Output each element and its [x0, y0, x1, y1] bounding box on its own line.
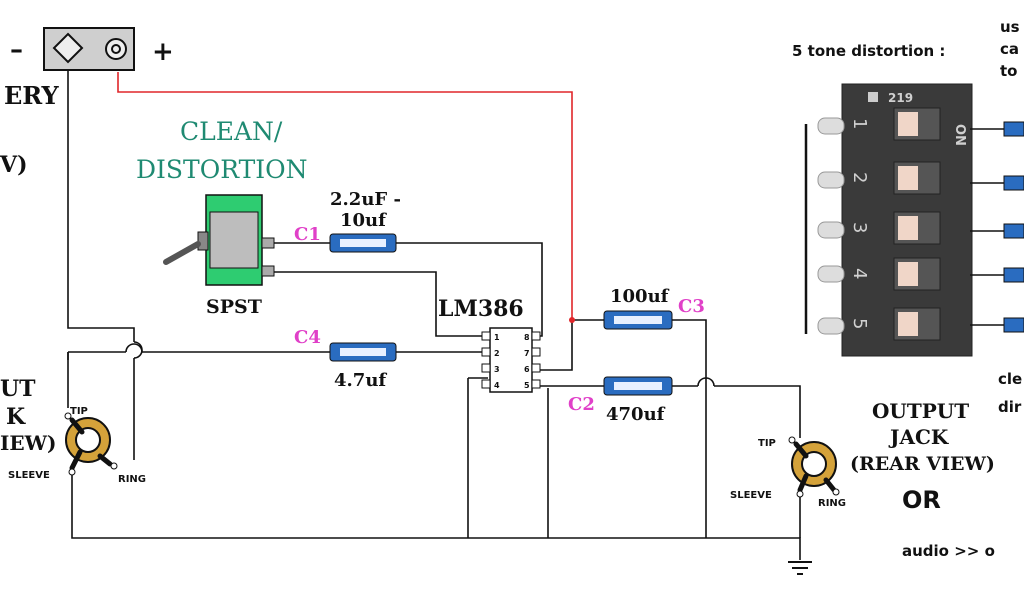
- wire-battery-plus: [117, 72, 573, 320]
- dip-number-4: 4: [849, 268, 870, 279]
- dip-number-3: 3: [849, 222, 870, 233]
- spst-switch: [163, 194, 275, 286]
- battery-plus-terminal-icon: [105, 38, 127, 60]
- dip-number-5: 5: [849, 318, 870, 329]
- tone-section-title: 5 tone distortion :: [792, 42, 945, 60]
- dip-brand: 219: [888, 91, 913, 105]
- switch-title-line2: DISTORTION: [136, 155, 308, 184]
- c4-value: 4.7uf: [334, 370, 387, 391]
- c2-value: 470uf: [606, 404, 666, 425]
- wire-c1: [264, 242, 543, 337]
- wire-switch-pin1: [264, 271, 488, 337]
- switch-title-line1: CLEAN/: [180, 117, 283, 146]
- junction-dot: [569, 317, 575, 323]
- ic-pin-2: 2: [494, 349, 500, 358]
- dip-row-2[interactable]: [817, 161, 1024, 195]
- dip-row-5[interactable]: [817, 307, 1024, 341]
- ic-pin-6: 6: [524, 365, 530, 374]
- wires: [67, 62, 801, 560]
- wire-pin6-c3: [532, 319, 604, 371]
- capacitor-c1: [329, 233, 397, 253]
- input-jack-tip-label: TIP: [70, 406, 88, 417]
- c1-value-line2: 10uf: [340, 210, 387, 231]
- or-label: OR: [902, 486, 941, 514]
- wire-ground-bus: [71, 472, 801, 560]
- dip-marker-icon: [868, 92, 878, 102]
- c1-ref: C1: [294, 224, 321, 245]
- wire-c3-ground: [672, 319, 707, 538]
- dip-row-4[interactable]: [817, 257, 1024, 291]
- audio-note: audio >> o: [902, 542, 995, 560]
- dip-on-label: ON: [952, 124, 967, 146]
- capacitor-c4: [329, 342, 397, 362]
- capacitor-c2: [603, 376, 673, 396]
- ic-pin-7: 7: [524, 349, 530, 358]
- dip-number-1: 1: [849, 118, 870, 129]
- capacitor-c3: [603, 310, 673, 330]
- ic-label: LM386: [438, 296, 524, 322]
- input-jack-fragment-2: K: [6, 404, 26, 430]
- battery-clip: [43, 27, 135, 71]
- output-jack-tip-label: TIP: [758, 438, 776, 449]
- output-jack-title-line3: (REAR VIEW): [850, 453, 995, 475]
- tone-bottom-note-1: cle: [998, 370, 1022, 388]
- c4-ref: C4: [294, 327, 321, 348]
- wire-input-tip: [67, 351, 330, 360]
- input-jack-ring-label: RING: [118, 474, 146, 485]
- battery-view-fragment: V): [0, 152, 27, 178]
- tone-side-note-1: us: [1000, 18, 1020, 36]
- c1-value-line1: 2.2uF -: [330, 189, 401, 210]
- tone-side-note-2: ca: [1000, 40, 1019, 58]
- tone-bottom-note-2: dir: [998, 398, 1022, 416]
- c3-ref: C3: [678, 296, 705, 317]
- switch-type-label: SPST: [206, 296, 262, 318]
- ic-pin-8: 8: [524, 333, 530, 342]
- ic-pin-3: 3: [494, 365, 500, 374]
- wire-battery-minus: [67, 62, 135, 460]
- ic-pin-4: 4: [494, 381, 500, 390]
- input-jack-icon: [64, 412, 118, 476]
- c3-value: 100uf: [610, 286, 670, 307]
- output-jack-sleeve-label: SLEEVE: [730, 490, 772, 501]
- dip-row-3[interactable]: [817, 211, 1024, 245]
- tone-side-note-3: to: [1000, 62, 1017, 80]
- wire-hop-2: [125, 343, 143, 353]
- ground-icon: [788, 561, 812, 575]
- switch-lever-icon: [163, 241, 201, 265]
- input-jack-fragment-1: UT: [0, 376, 36, 402]
- ic-lm386: [481, 327, 541, 393]
- dip-leads: [970, 128, 1004, 326]
- battery-minus-label: –: [10, 35, 23, 65]
- output-jack-title-line2: JACK: [888, 425, 949, 449]
- dip-number-2: 2: [849, 172, 870, 183]
- c2-ref: C2: [568, 394, 595, 415]
- output-jack-ring-label: RING: [818, 498, 846, 509]
- wire-c2-out: [672, 385, 801, 438]
- output-jack-icon: [788, 436, 840, 498]
- battery-plus-label: +: [152, 37, 174, 67]
- output-jack-title-line1: OUTPUT: [872, 399, 969, 423]
- battery-minus-terminal-icon: [52, 32, 84, 64]
- ic-pin-5: 5: [524, 381, 530, 390]
- ic-pin-1: 1: [494, 333, 500, 342]
- dip-row-1[interactable]: [817, 107, 1024, 141]
- input-jack-fragment-3: IEW): [0, 431, 57, 455]
- input-jack-sleeve-label: SLEEVE: [8, 470, 50, 481]
- battery-title-fragment: ERY: [4, 81, 60, 110]
